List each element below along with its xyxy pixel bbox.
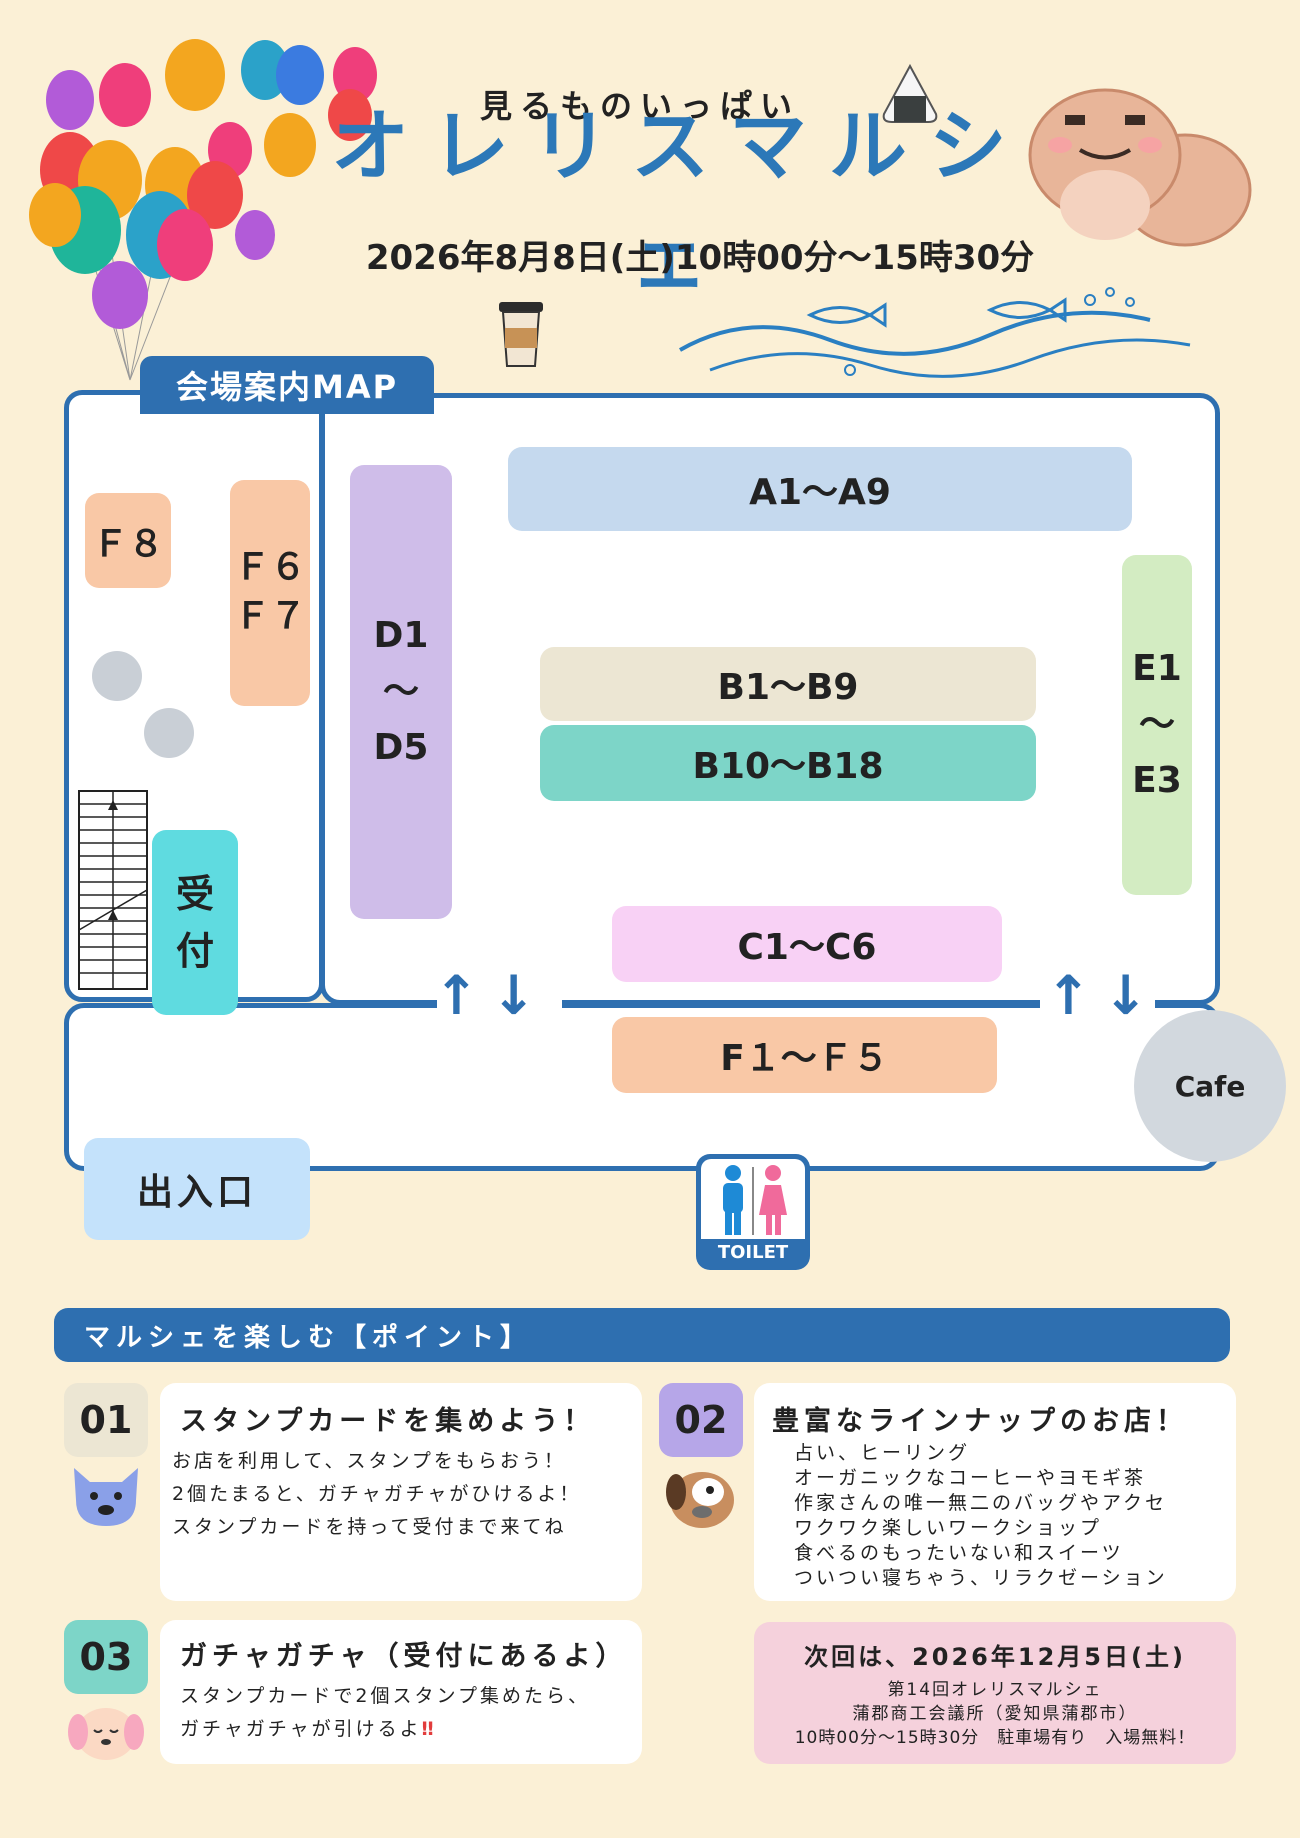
card-line: スタンプカードを持って受付まで来てね: [172, 1516, 567, 1538]
sleeping-dog-icon: [68, 1708, 144, 1760]
card-line: ワクワク楽しいワークショップ: [794, 1517, 1103, 1539]
next-event-title: 次回は、2026年12月5日(土): [804, 1642, 1186, 1671]
booth-d-end: D5: [373, 726, 429, 768]
booth-f6-f7: Ｆ６ Ｆ７: [230, 480, 310, 706]
down-arrow-icon: ↓: [1103, 964, 1149, 1027]
next-event-box: 次回は、2026年12月5日(土) 第14回オレリスマルシェ 蒲郡商工会議所（愛…: [754, 1622, 1236, 1764]
booth-f7-label: Ｆ７: [233, 596, 306, 637]
next-event-line: 蒲郡商工会議所（愛知県蒲郡市）: [852, 1704, 1138, 1724]
card-title: スタンプカードを集めよう！: [180, 1406, 596, 1437]
point-number-badge: 03: [64, 1620, 148, 1694]
reception-char-1: 受: [175, 871, 214, 916]
points-header: マルシェを楽しむ【ポイント】: [54, 1308, 1230, 1362]
passage-arrows-right: ↑ ↓: [1046, 966, 1149, 1026]
reception-char-2: 付: [175, 928, 214, 973]
card-line-text: ガチャガチャが引けるよ: [180, 1718, 422, 1740]
booth-f8: Ｆ８: [85, 493, 171, 588]
card-title: 豊富なラインナップのお店！: [772, 1406, 1188, 1437]
card-line: ガチャガチャが引けるよ‼: [180, 1713, 590, 1746]
passage-arrows-left: ↑ ↓: [434, 966, 537, 1026]
point-card-03: ガチャガチャ（受付にあるよ） スタンプカードで2個スタンプ集めたら、 ガチャガチ…: [160, 1620, 642, 1764]
point-card-02: 豊富なラインナップのお店！ 占い、ヒーリング オーガニックなコーヒーやヨモギ茶 …: [754, 1383, 1236, 1601]
booth-e1-e3: E1 ～ E3: [1122, 555, 1192, 895]
next-event-line: 第14回オレリスマルシェ: [887, 1680, 1103, 1700]
down-arrow-icon: ↓: [491, 964, 537, 1027]
cafe-area: Cafe: [1134, 1010, 1286, 1162]
event-date: 2026年8月8日(土)10時00分～15時30分: [365, 237, 1035, 278]
next-event-details: 第14回オレリスマルシェ 蒲郡商工会議所（愛知県蒲郡市） 10時00分～15時3…: [754, 1678, 1236, 1750]
point-number-badge: 01: [64, 1383, 148, 1457]
point-number-badge: 02: [659, 1383, 743, 1457]
card-line: お店を利用して、スタンプをもらおう！: [172, 1450, 566, 1472]
exclamation-mark: ‼: [421, 1718, 437, 1740]
card-line: 食べるのもったいない和スイーツ: [794, 1542, 1124, 1564]
booth-f6-label: Ｆ６: [233, 547, 306, 589]
booth-c1-c6: C1～C6: [612, 906, 1002, 982]
booth-b10-b18: B10～B18: [540, 725, 1036, 801]
card-line: 占い、ヒーリング: [794, 1442, 971, 1464]
balloons-illustration: [29, 39, 377, 381]
stairs-icon: [78, 790, 148, 990]
card-body: 占い、ヒーリング オーガニックなコーヒーやヨモギ茶 作家さんの唯一無二のバッグや…: [794, 1441, 1168, 1591]
map-label: 会場案内MAP: [140, 356, 435, 414]
card-title: ガチャガチャ（受付にあるよ）: [180, 1641, 628, 1672]
booth-e-end: E3: [1132, 759, 1182, 801]
reception: 受 付: [152, 830, 238, 1015]
booth-d-tilde: ～: [382, 671, 419, 713]
booth-b1-b9: B1～B9: [540, 647, 1036, 721]
corridor-opening-right: [1040, 999, 1155, 1011]
toilet-icon: [701, 1159, 805, 1239]
booth-d-start: D1: [373, 615, 429, 657]
waves-fish-decoration: [679, 287, 1191, 378]
booth-d1-d5: D1 ～ D5: [350, 465, 452, 919]
card-line: スタンプカードで2個スタンプ集めたら、: [180, 1685, 590, 1707]
restroom-people-icon: [723, 1165, 787, 1235]
booth-e-tilde: ～: [1138, 704, 1175, 746]
subtitle: 見るものいっぱい: [479, 87, 800, 125]
booth-f1-f5: F１～Ｆ５: [612, 1017, 997, 1093]
toilet-sign: TOILET: [696, 1154, 810, 1270]
card-line: 2個たまると、ガチャガチャがひけるよ！: [172, 1483, 582, 1505]
card-line: オーガニックなコーヒーやヨモギ茶: [794, 1467, 1147, 1489]
puppy-icon: [666, 1472, 734, 1528]
corridor-opening-left: [437, 999, 562, 1011]
card-body: スタンプカードで2個スタンプ集めたら、 ガチャガチャが引けるよ‼: [180, 1680, 590, 1746]
bulldog-icon: [74, 1468, 138, 1526]
coffee-cup-icon: [499, 302, 543, 367]
round-table: [144, 708, 194, 758]
card-line: 作家さんの唯一無二のバッグやアクセ: [794, 1492, 1168, 1514]
point-card-01: スタンプカードを集めよう！ お店を利用して、スタンプをもらおう！ 2個たまると、…: [160, 1383, 642, 1601]
round-table: [92, 651, 142, 701]
booth-e-start: E1: [1132, 648, 1182, 690]
up-arrow-icon: ↑: [1045, 964, 1091, 1027]
card-body: お店を利用して、スタンプをもらおう！ 2個たまると、ガチャガチャがひけるよ！ ス…: [172, 1445, 581, 1544]
card-line: ついつい寝ちゃう、リラクゼーション: [794, 1567, 1168, 1589]
booth-a1-a9: A1～A9: [508, 447, 1132, 531]
up-arrow-icon: ↑: [433, 964, 479, 1027]
next-event-line: 10時00分～15時30分 駐車場有り 入場無料！: [794, 1728, 1196, 1748]
onigiri-icon: [882, 63, 938, 123]
entrance: 出入口: [84, 1138, 310, 1240]
toilet-label: TOILET: [717, 1241, 789, 1263]
squirrel-illustration: [1028, 88, 1252, 247]
